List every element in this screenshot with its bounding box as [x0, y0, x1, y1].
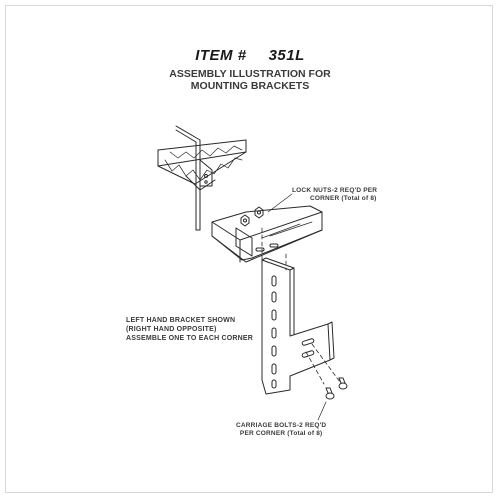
lock-nut-icon — [240, 206, 264, 227]
lock-nuts-line-2: CORNER (Total of 8) — [310, 195, 377, 202]
corner-rail — [211, 205, 323, 263]
carriage-bolts-line-2: PER CORNER (Total of 8) — [239, 430, 323, 437]
bracket-note: LEFT HAND BRACKET SHOWN (RIGHT HAND OPPO… — [126, 316, 253, 343]
subtitle-line-2: MOUNTING BRACKETS — [190, 80, 310, 92]
carriage-bolts-line-1: CARRIAGE BOLTS-2 REQ'D — [236, 422, 327, 429]
mounting-bracket — [261, 257, 335, 395]
lock-nuts-line-1: LOCK NUTS-2 REQ'D PER — [292, 187, 378, 194]
upper-frame-rail — [157, 139, 247, 191]
item-label: ITEM # — [195, 47, 247, 64]
carriage-bolts-leader — [317, 401, 327, 421]
bracket-note-line-3: ASSEMBLE ONE TO EACH CORNER — [126, 335, 254, 342]
bracket-note-line-1: LEFT HAND BRACKET SHOWN — [126, 317, 236, 324]
diagram-frame — [5, 5, 493, 493]
lock-nuts-callout: LOCK NUTS-2 REQ'D PER CORNER (Total of 8… — [292, 187, 377, 203]
carriage-bolt-icon — [325, 377, 348, 400]
subtitle-line-1: ASSEMBLY ILLUSTRATION FOR — [169, 68, 331, 80]
assembly-subtitle: ASSEMBLY ILLUSTRATION FOR MOUNTING BRACK… — [0, 68, 500, 92]
upper-corner-post — [175, 125, 213, 231]
item-number: 351L — [268, 47, 305, 64]
item-title: ITEM # 351L — [0, 47, 500, 64]
alignment-lines — [261, 227, 341, 385]
bracket-note-line-2: (RIGHT HAND OPPOSITE) — [126, 326, 217, 333]
carriage-bolts-callout: CARRIAGE BOLTS-2 REQ'D PER CORNER (Total… — [236, 422, 326, 438]
lock-nuts-leader — [267, 193, 293, 213]
